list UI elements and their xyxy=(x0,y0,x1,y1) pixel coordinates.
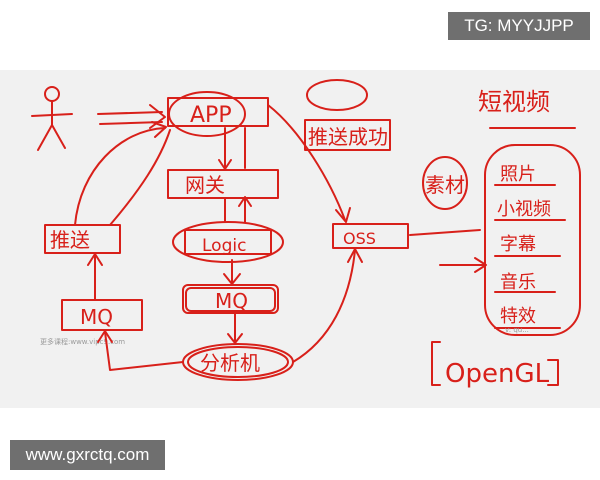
architecture-diagram: APP 网关 Logic MQ 分析机 推送 MQ 更多课程:www.vipc9… xyxy=(31,79,581,389)
node-analyzer-label: 分析机 xyxy=(200,351,260,375)
node-mq-main-label: MQ xyxy=(215,289,248,313)
node-opengl-label: OpenGL xyxy=(445,359,550,389)
node-app-label: APP xyxy=(190,103,232,128)
node-gateway: 网关 xyxy=(167,169,279,199)
short-video-title: 短视频 xyxy=(478,88,550,116)
node-push-label: 推送 xyxy=(50,228,90,252)
material-item: 照片 xyxy=(500,164,536,185)
watermark-inline-2: v: qu... xyxy=(505,326,529,334)
material-item: 音乐 xyxy=(500,272,536,293)
node-opengl: OpenGL xyxy=(431,341,559,389)
node-material-label: 素材 xyxy=(425,173,465,197)
node-oss-label: OSS xyxy=(343,229,376,248)
material-item: 小视频 xyxy=(497,199,551,220)
node-mq-push: MQ xyxy=(61,299,143,331)
watermark-top-right: TG: MYYJJPP xyxy=(448,12,590,40)
node-material: 素材 xyxy=(422,156,468,210)
node-oss: OSS xyxy=(332,223,409,249)
material-list: 照片 小视频 字幕 音乐 特效 xyxy=(494,164,566,329)
node-mq-push-label: MQ xyxy=(80,305,113,329)
node-push-success: 推送成功 xyxy=(304,79,391,151)
node-push: 推送 xyxy=(44,224,121,254)
material-item: 特效 xyxy=(500,306,536,327)
whiteboard xyxy=(0,70,600,408)
node-push-success-label: 推送成功 xyxy=(308,125,388,149)
watermark-inline: 更多课程:www.vipc9.com xyxy=(40,337,125,346)
material-item: 字幕 xyxy=(500,234,536,255)
watermark-bottom-left: www.gxrctq.com xyxy=(10,440,165,470)
node-gateway-label: 网关 xyxy=(185,173,225,197)
node-logic: Logic xyxy=(172,221,284,263)
node-app: APP xyxy=(167,91,269,137)
node-mq-main: MQ xyxy=(182,284,279,314)
arrow-user-app xyxy=(97,104,166,129)
edges xyxy=(74,104,487,371)
node-analyzer: 分析机 xyxy=(182,343,294,381)
node-logic-label: Logic xyxy=(202,236,246,256)
material-list-box xyxy=(484,144,581,336)
user-figure-icon xyxy=(31,86,73,151)
